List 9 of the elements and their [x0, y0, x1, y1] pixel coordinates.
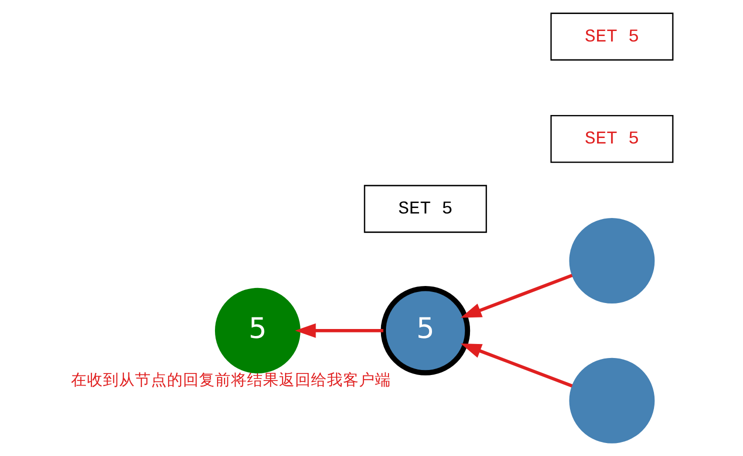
arrow — [460, 274, 572, 318]
node-circle: 5 — [214, 288, 300, 374]
arrow — [294, 323, 383, 338]
node-box: SET 5 — [550, 12, 673, 61]
arrow — [460, 344, 572, 388]
node-circle — [568, 218, 654, 304]
node-circle — [568, 358, 654, 444]
node-box: SET 5 — [550, 115, 673, 163]
node-box: SET 5 — [363, 184, 486, 233]
